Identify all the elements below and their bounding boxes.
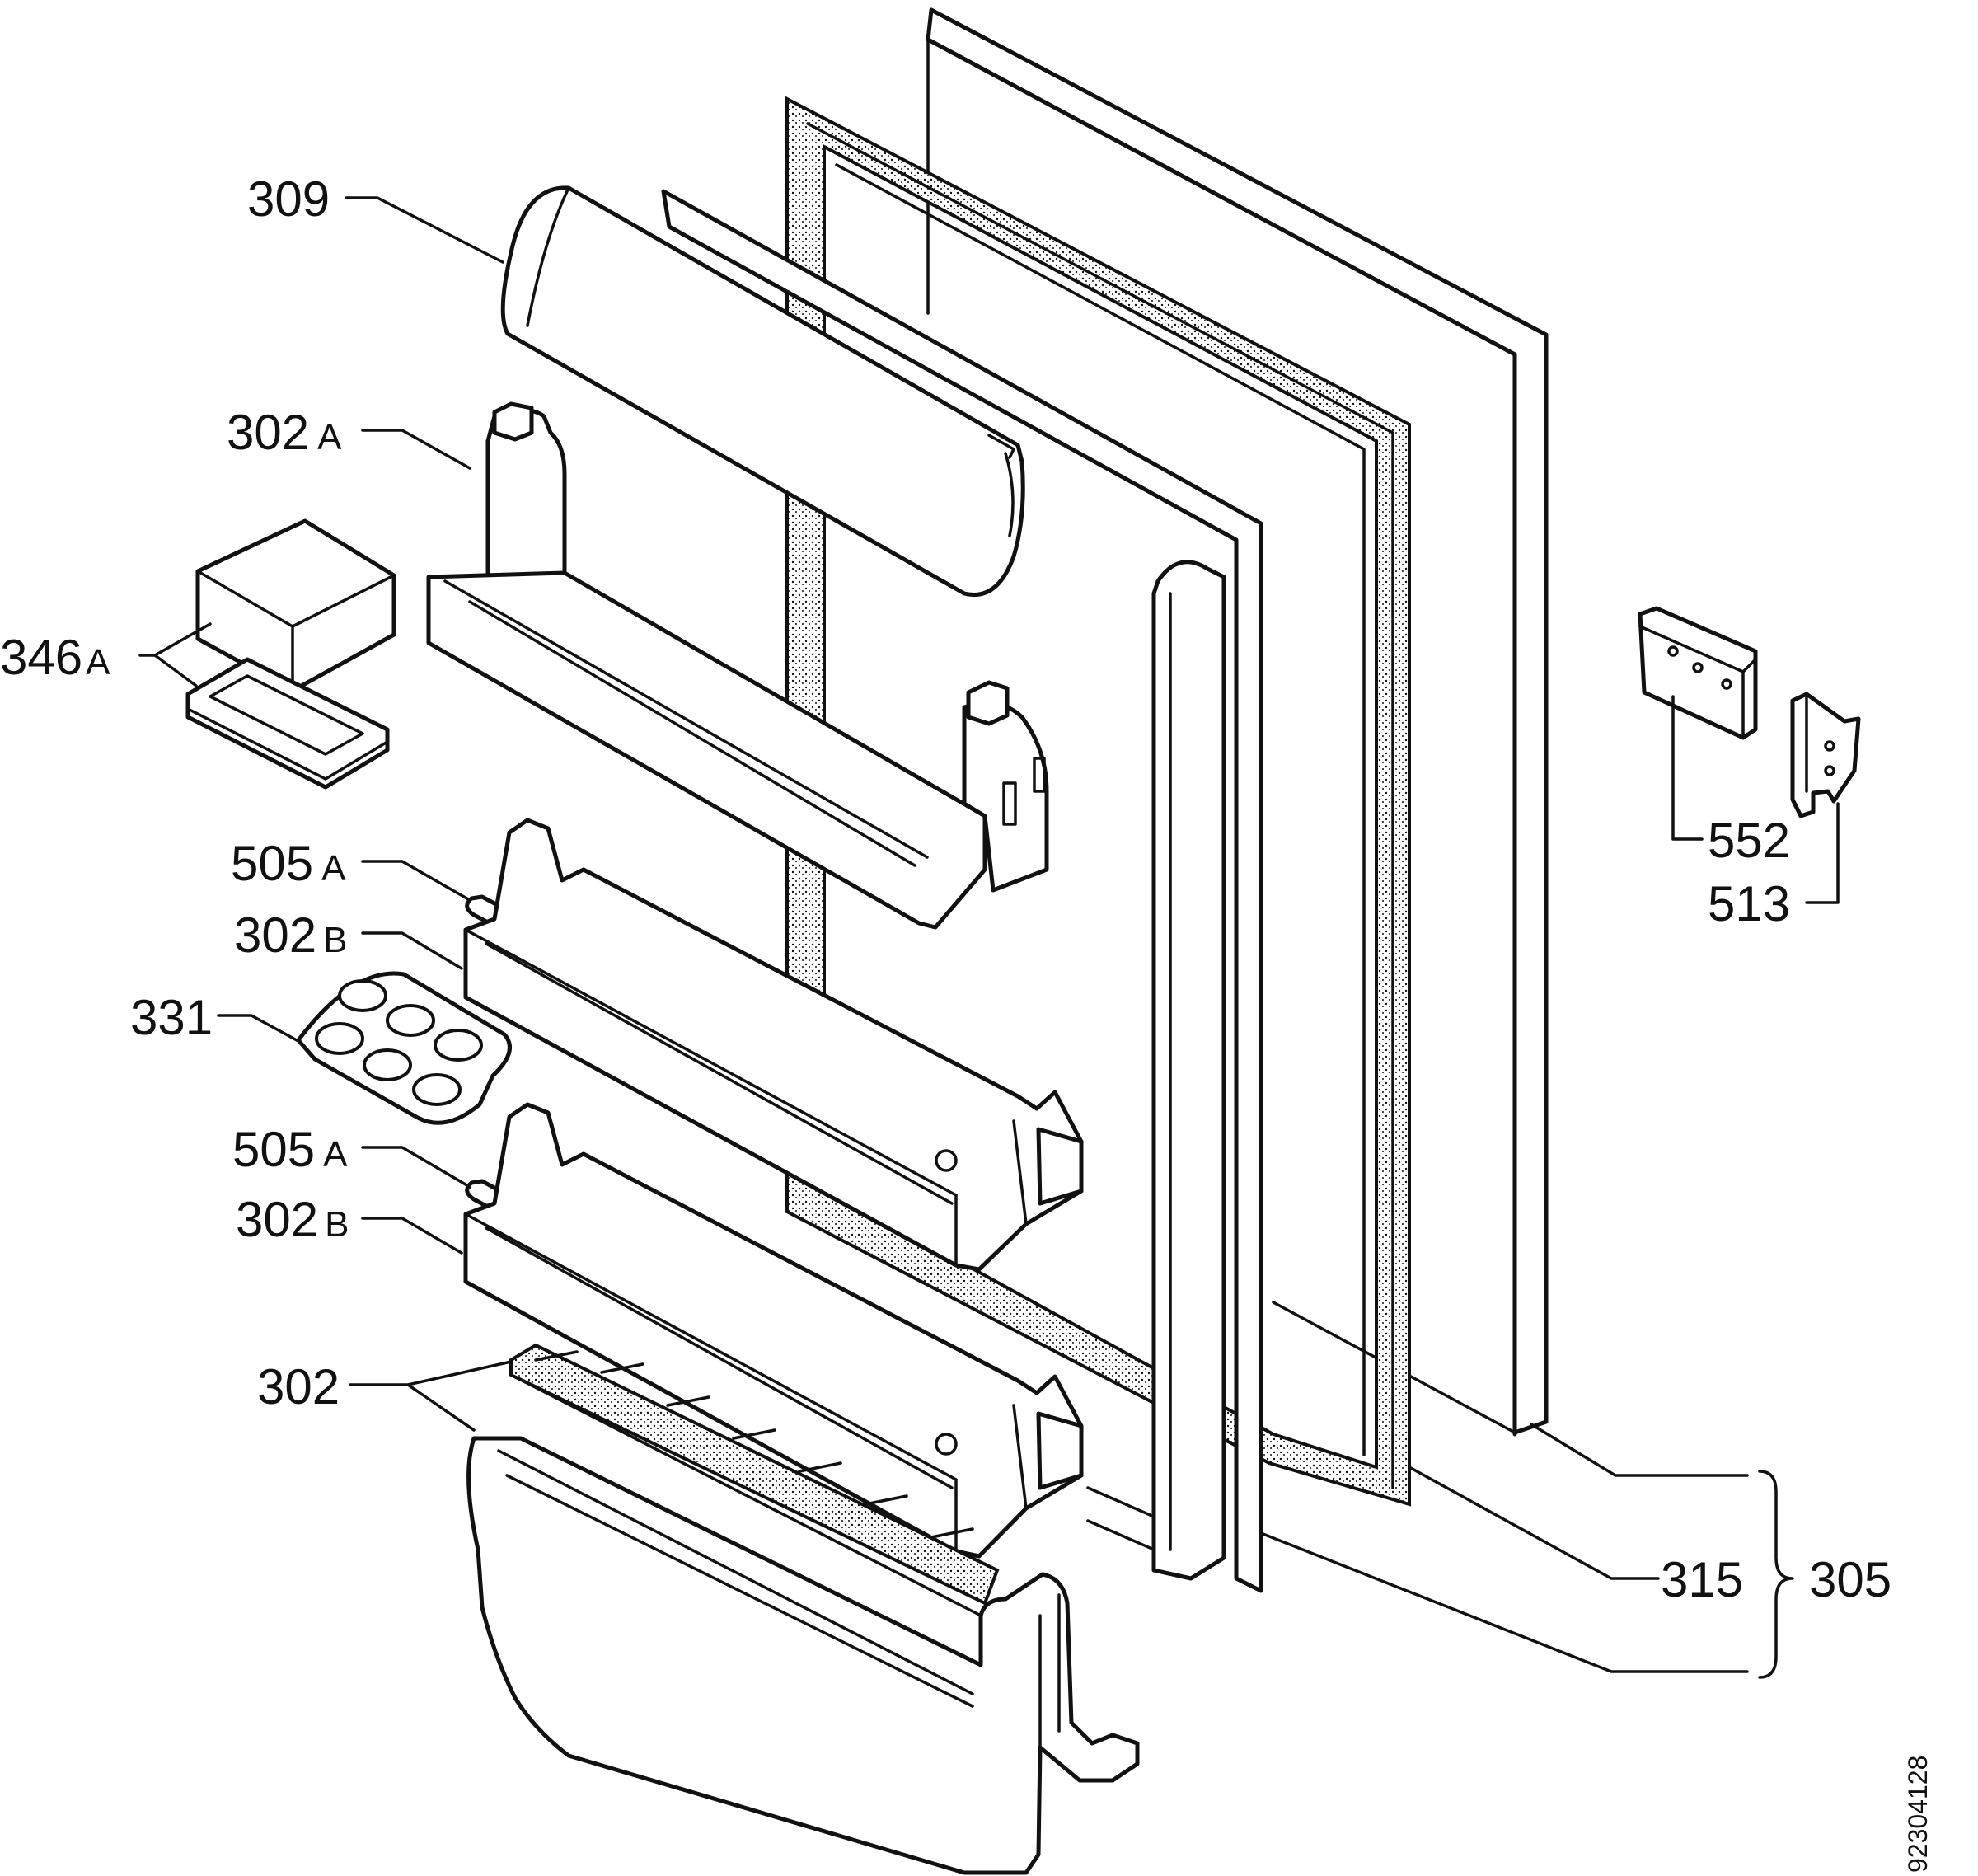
leader-513 xyxy=(1805,802,1840,904)
leader-302b-upper xyxy=(361,931,463,970)
leader-331 xyxy=(217,1014,298,1042)
lower-door-balcony xyxy=(463,1102,1084,1559)
leader-309 xyxy=(345,196,504,264)
leader-302b-lower xyxy=(361,1217,463,1255)
inner-door-liner xyxy=(661,189,1263,1593)
leader-505a-upper xyxy=(361,860,471,902)
leader-305-outer xyxy=(1530,1423,1749,1477)
egg-tray xyxy=(296,971,512,1125)
hinge-plate xyxy=(1638,606,1758,740)
callout-309: 309 xyxy=(247,171,330,227)
leader-552 xyxy=(1671,695,1704,841)
leader-lines xyxy=(138,196,1840,1679)
brace-305 xyxy=(1758,1470,1794,1679)
callout-331: 331 xyxy=(130,990,213,1045)
leader-302 xyxy=(349,1360,513,1432)
bottom-door-shelf xyxy=(466,1436,1140,1875)
butter-box-lid xyxy=(185,657,390,790)
callout-305: 305 xyxy=(1809,1552,1891,1607)
leader-346a xyxy=(138,622,212,687)
upper-door-balcony xyxy=(463,818,1084,1272)
leader-505a-lower xyxy=(361,1146,471,1189)
butter-box xyxy=(195,518,396,693)
bottle-rack xyxy=(509,1343,1000,1617)
leader-302a xyxy=(361,429,471,470)
upper-door-shelf xyxy=(426,401,1049,930)
callout-302: 302 xyxy=(257,1359,340,1414)
leader-315 xyxy=(1408,1466,1660,1580)
callout-552: 552 xyxy=(1708,813,1790,868)
hinge-bracket xyxy=(1790,692,1861,818)
document-number: 92304128 xyxy=(1903,1756,1933,1873)
callout-346a: 346A xyxy=(0,630,110,685)
dairy-compartment-flap xyxy=(500,185,1025,597)
callout-513: 513 xyxy=(1708,876,1790,931)
callout-315: 315 xyxy=(1661,1552,1743,1607)
leader-305-liner xyxy=(1259,1531,1749,1673)
